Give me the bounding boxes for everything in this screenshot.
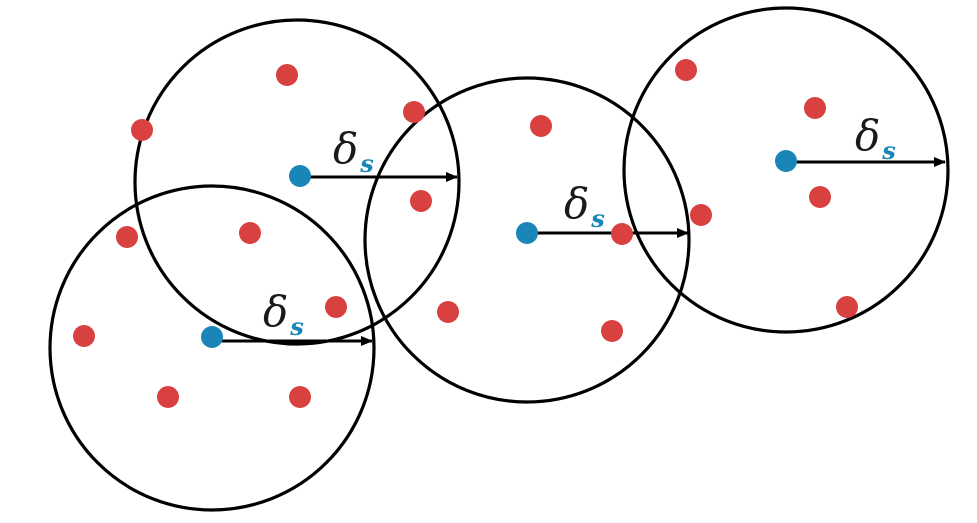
neighborhood-circle-1: [133, 18, 461, 346]
neighbor-point: [116, 226, 138, 248]
radius-labels: δs δs δs δs: [263, 111, 896, 341]
neighbor-point: [239, 222, 261, 244]
neighborhood-circle-4: [622, 6, 950, 334]
neighbor-point: [403, 101, 425, 123]
neighbor-point: [157, 386, 179, 408]
radius-label-3: δs: [564, 179, 605, 233]
neighbor-point: [601, 320, 623, 342]
neighbor-point: [437, 301, 459, 323]
neighbor-point: [675, 59, 697, 81]
neighbor-point: [325, 296, 347, 318]
neighborhood-circle-2: [48, 184, 376, 512]
neighbor-point: [690, 204, 712, 226]
neighbor-point: [809, 186, 831, 208]
radius-label-1: δs: [333, 124, 374, 178]
neighbor-point: [530, 115, 552, 137]
center-point: [201, 326, 223, 348]
neighbor-point: [836, 296, 858, 318]
neighbor-point: [276, 64, 298, 86]
neighbor-point: [73, 325, 95, 347]
neighbor-points: [73, 59, 858, 408]
radius-label-4: δs: [855, 111, 896, 165]
center-points: [201, 150, 797, 348]
radius-arrows: [212, 157, 946, 346]
neighbor-point: [289, 386, 311, 408]
neighbor-point: [131, 119, 153, 141]
center-point: [775, 150, 797, 172]
center-point: [289, 165, 311, 187]
center-point: [516, 222, 538, 244]
neighbor-point: [410, 190, 432, 212]
radius-label-2: δs: [263, 287, 304, 341]
neighborhood-circles: [48, 6, 950, 512]
neighbor-point: [804, 97, 826, 119]
neighbor-point: [611, 223, 633, 245]
neighborhood-circle-3: [363, 76, 691, 404]
